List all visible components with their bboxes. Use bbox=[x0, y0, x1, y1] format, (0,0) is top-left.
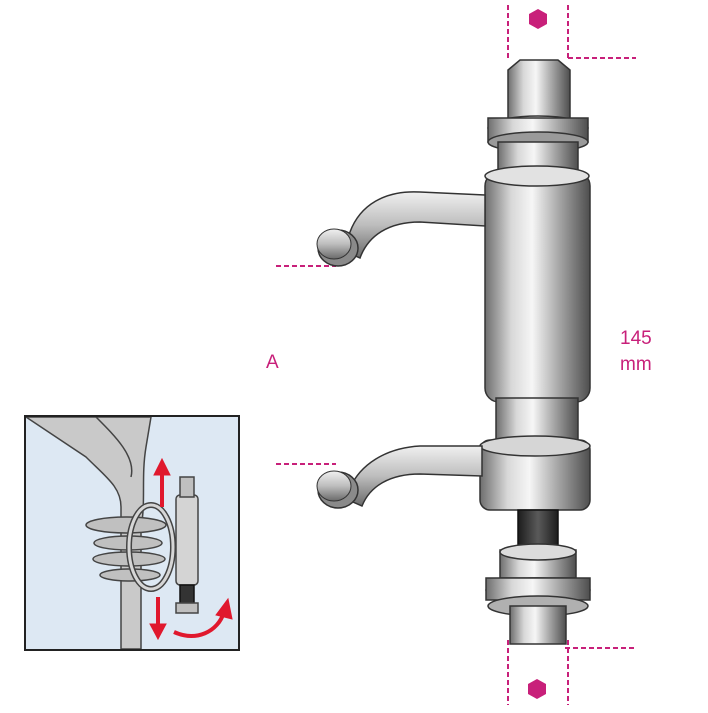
dimension-unit: mm bbox=[620, 354, 652, 375]
main-body bbox=[484, 165, 591, 449]
lower-collar bbox=[479, 435, 591, 511]
height-dimension: 145 mm bbox=[620, 326, 652, 378]
label-a: A bbox=[266, 352, 279, 373]
dimension-value: 145 bbox=[620, 328, 652, 349]
upper-arm bbox=[316, 191, 486, 267]
bottom-hexagon-icon bbox=[528, 679, 546, 699]
lower-arm bbox=[316, 445, 483, 509]
dimension-lines bbox=[276, 5, 636, 705]
top-hexagon-icon bbox=[529, 9, 547, 29]
usage-inset bbox=[24, 415, 240, 651]
direction-arrows bbox=[149, 457, 233, 641]
bottom-screw bbox=[485, 509, 591, 645]
top-bolt bbox=[487, 59, 589, 173]
usage-drawing bbox=[26, 417, 233, 649]
